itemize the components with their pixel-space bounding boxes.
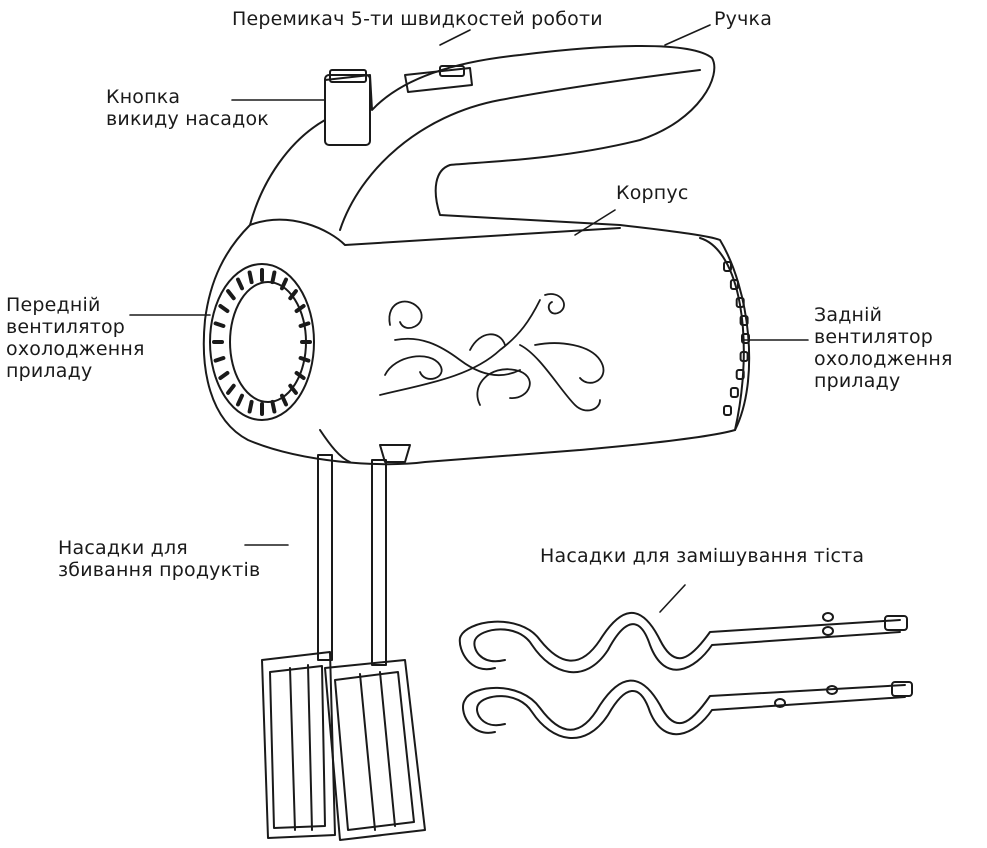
front-fan	[210, 264, 314, 420]
front-fan-vent	[238, 280, 242, 289]
front-fan-vent	[228, 386, 234, 393]
decorative-ornament	[380, 294, 603, 410]
label-handle: Ручка	[714, 8, 772, 30]
label-eject-button-line-2: викиду насадок	[106, 108, 269, 130]
label-front-fan-line-4: приладу	[6, 360, 145, 382]
rear-fan	[700, 238, 749, 430]
front-fan-vent	[301, 323, 309, 326]
leader-handle	[665, 25, 710, 45]
label-eject-button-line-1: Кнопка	[106, 86, 269, 108]
front-fan-vent	[301, 358, 309, 361]
label-handle-text: Ручка	[714, 8, 772, 30]
beaters-shape	[262, 445, 425, 840]
front-fan-vent	[290, 291, 296, 298]
label-beaters-line-1: Насадки для	[58, 537, 260, 559]
label-eject-button: Кнопка викиду насадок	[106, 86, 269, 130]
label-dough-hooks: Насадки для замішування тіста	[540, 545, 864, 567]
front-fan-vent	[220, 306, 227, 311]
label-front-fan: Передній вентилятор охолодження приладу	[6, 294, 145, 382]
front-fan-vent	[282, 280, 286, 289]
front-fan-vent	[220, 373, 227, 378]
front-fan-vent	[216, 323, 224, 326]
label-speed-switch: Перемикач 5-ти швидкостей роботи	[232, 8, 603, 30]
front-fan-vent	[282, 396, 286, 405]
front-fan-vent	[272, 273, 274, 283]
label-rear-fan-line-1: Задній	[814, 304, 953, 326]
eject-button-shape	[325, 70, 370, 145]
rear-fan-vent	[724, 406, 731, 415]
label-rear-fan-line-3: охолодження	[814, 348, 953, 370]
label-dough-hooks-text: Насадки для замішування тіста	[540, 545, 864, 567]
front-fan-vent	[250, 273, 252, 283]
front-fan-vent	[250, 402, 252, 412]
label-rear-fan-line-4: приладу	[814, 370, 953, 392]
label-beaters: Насадки для збивання продуктів	[58, 537, 260, 581]
label-speed-switch-text: Перемикач 5-ти швидкостей роботи	[232, 8, 603, 30]
label-front-fan-line-3: охолодження	[6, 338, 145, 360]
front-fan-vent	[216, 358, 224, 361]
dough-hooks-shape	[460, 613, 912, 738]
front-fan-vent	[272, 402, 274, 412]
front-fan-vent	[228, 291, 234, 298]
leader-speed-switch	[440, 30, 470, 45]
front-fan-vent	[297, 373, 304, 378]
label-body-text: Корпус	[616, 182, 689, 204]
front-fan-vent	[238, 396, 242, 405]
front-fan-vent	[297, 306, 304, 311]
leader-dough-hooks	[660, 585, 685, 612]
rear-fan-vent	[731, 388, 738, 397]
label-rear-fan-line-2: вентилятор	[814, 326, 953, 348]
front-fan-vent	[290, 386, 296, 393]
speed-switch-shape	[405, 66, 472, 92]
label-rear-fan: Задній вентилятор охолодження приладу	[814, 304, 953, 392]
label-front-fan-line-2: вентилятор	[6, 316, 145, 338]
label-front-fan-line-1: Передній	[6, 294, 145, 316]
label-body: Корпус	[616, 182, 689, 204]
label-beaters-line-2: збивання продуктів	[58, 559, 260, 581]
